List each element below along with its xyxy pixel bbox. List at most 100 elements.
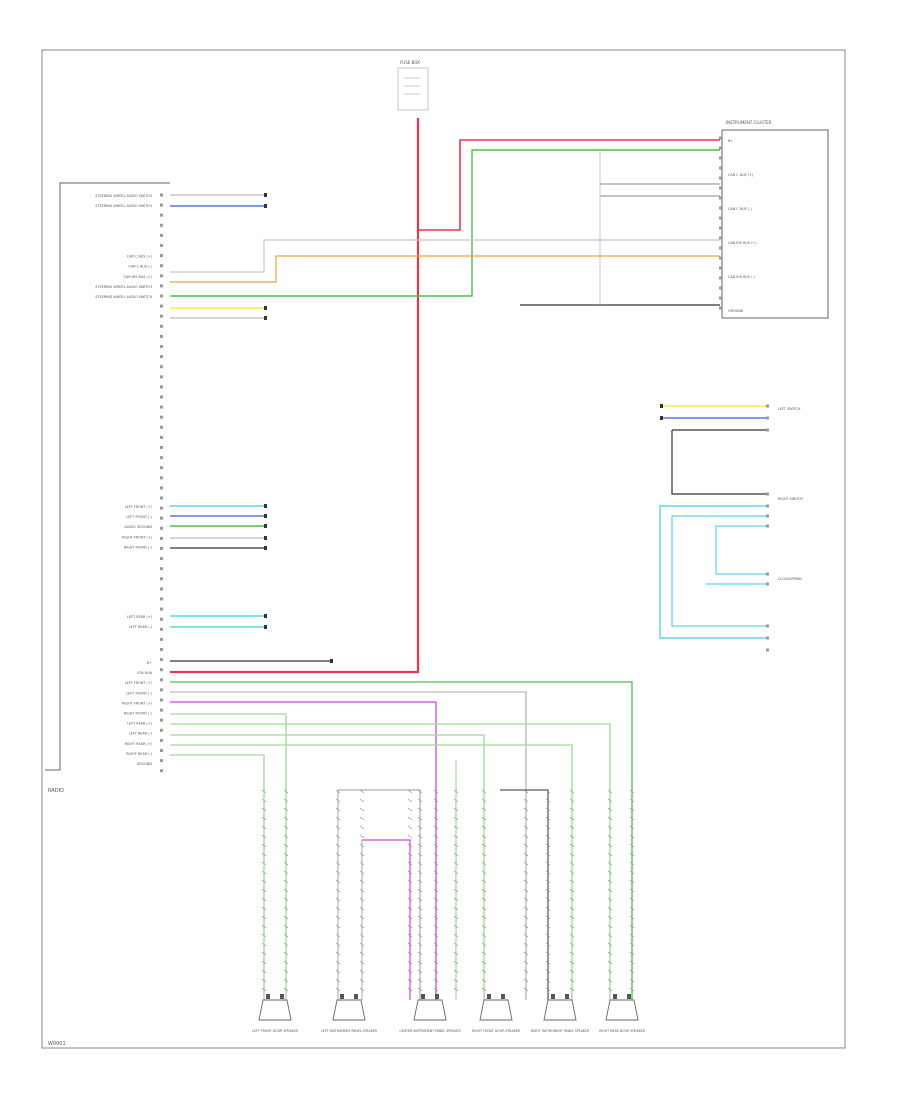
wire-mark xyxy=(261,870,267,875)
wire-mark xyxy=(545,888,551,893)
wire-mark xyxy=(607,816,613,821)
wire-mark xyxy=(569,807,575,812)
connector-pin xyxy=(160,466,163,470)
wire-mark xyxy=(453,969,459,974)
wire-light-green-5 xyxy=(170,754,265,1000)
speaker-terminal xyxy=(487,994,491,999)
connector-pin xyxy=(160,526,163,530)
wire-mark xyxy=(359,834,365,839)
cluster-pin xyxy=(719,276,722,280)
wire-mark xyxy=(453,924,459,929)
wire-mark xyxy=(607,978,613,983)
left-pin-label: STEERING WHEEL AUDIO SWITCH xyxy=(95,295,152,299)
wire-mark xyxy=(283,897,289,902)
wire-mark xyxy=(569,879,575,884)
left-pin-label: AUDIO GROUND xyxy=(125,525,153,529)
wire-mark xyxy=(433,987,439,992)
wire-mark xyxy=(523,861,529,866)
wire-mark xyxy=(433,951,439,956)
wire-mark xyxy=(335,915,341,920)
wire-mark xyxy=(407,951,413,956)
wire-mark xyxy=(359,960,365,965)
wire-mark xyxy=(607,825,613,830)
switch-pin xyxy=(766,636,769,640)
left-pin-label: RIGHT REAR (-) xyxy=(126,752,152,756)
wire-mark xyxy=(629,870,635,875)
wire-mark xyxy=(629,924,635,929)
wire-mark xyxy=(407,924,413,929)
wire-mark xyxy=(283,861,289,866)
cluster-pin xyxy=(719,226,722,230)
wire-mark xyxy=(569,816,575,821)
wire-mark xyxy=(629,789,635,794)
wire-mark xyxy=(453,978,459,983)
wire-mark xyxy=(283,843,289,848)
wire-mark xyxy=(261,825,267,830)
wire-mark xyxy=(523,870,529,875)
wire-mark xyxy=(417,843,423,848)
wire-mark xyxy=(433,933,439,938)
wire-mark xyxy=(261,879,267,884)
wire-mark xyxy=(335,789,341,794)
wire-mark xyxy=(453,807,459,812)
wire-mark xyxy=(335,843,341,848)
left-pin-label: RIGHT FRONT (-) xyxy=(124,712,153,716)
wire-mark xyxy=(607,906,613,911)
wire-mark xyxy=(407,978,413,983)
wire-mark xyxy=(407,825,413,830)
wire-red-bplus xyxy=(170,118,420,674)
wire-mark xyxy=(407,888,413,893)
wire-mark xyxy=(481,933,487,938)
wire-mark xyxy=(523,825,529,830)
speaker-terminal xyxy=(340,994,344,999)
switch-label: CLOCKSPRING xyxy=(778,577,802,581)
wire-mark xyxy=(629,915,635,920)
wire-mark xyxy=(481,897,487,902)
wire-mark xyxy=(407,798,413,803)
cluster-pin xyxy=(719,286,722,290)
wire-terminal xyxy=(264,514,267,518)
wire-mark xyxy=(335,816,341,821)
wire-mark xyxy=(359,951,365,956)
svg-text:FUSE BOX: FUSE BOX xyxy=(400,60,420,65)
switch-label: RIGHT SWITCH xyxy=(778,497,803,501)
connector-pin xyxy=(160,678,163,682)
wire-mark xyxy=(283,852,289,857)
svg-text:INSTRUMENT CLUSTER: INSTRUMENT CLUSTER xyxy=(726,120,772,125)
speaker-terminal xyxy=(551,994,555,999)
wire-mark xyxy=(545,816,551,821)
cluster-pin-label: CAN IHS BUS (+) xyxy=(728,241,757,245)
wire-mark xyxy=(433,978,439,983)
connector-pin xyxy=(160,264,163,268)
cluster-pin xyxy=(719,206,722,210)
wire-mark xyxy=(453,906,459,911)
connector-pin xyxy=(160,728,163,732)
left-pin-label: RIGHT FRONT (+) xyxy=(122,701,153,705)
wire-mark xyxy=(407,969,413,974)
speaker-label: RIGHT INSTRUMENT PANEL SPEAKER xyxy=(531,1029,590,1033)
speaker-label: LEFT FRONT DOOR SPEAKER xyxy=(252,1029,298,1033)
wire-mark xyxy=(569,861,575,866)
wire-mark xyxy=(523,888,529,893)
wire-mark xyxy=(629,843,635,848)
wire-mark xyxy=(629,906,635,911)
wire-mark xyxy=(335,879,341,884)
wire-terminal xyxy=(264,306,267,310)
wire-mark xyxy=(407,834,413,839)
wire-mark xyxy=(523,798,529,803)
left-pin-label: CAN C BUS (+) xyxy=(127,255,153,259)
wire-mark xyxy=(523,915,529,920)
connector-pin xyxy=(160,698,163,702)
left-pin-label: STEERING WHEEL AUDIO SWITCH xyxy=(95,204,152,208)
wire-mark xyxy=(417,906,423,911)
wire-mark xyxy=(545,924,551,929)
wire-mark xyxy=(523,960,529,965)
wire-cyan-5 xyxy=(671,515,766,627)
connector-pin xyxy=(160,284,163,288)
connector-pin xyxy=(160,648,163,651)
wire-mark xyxy=(433,915,439,920)
speaker-terminal xyxy=(280,994,284,999)
wire-mark xyxy=(283,798,289,803)
wire-mark xyxy=(335,978,341,983)
wire-mark xyxy=(569,906,575,911)
